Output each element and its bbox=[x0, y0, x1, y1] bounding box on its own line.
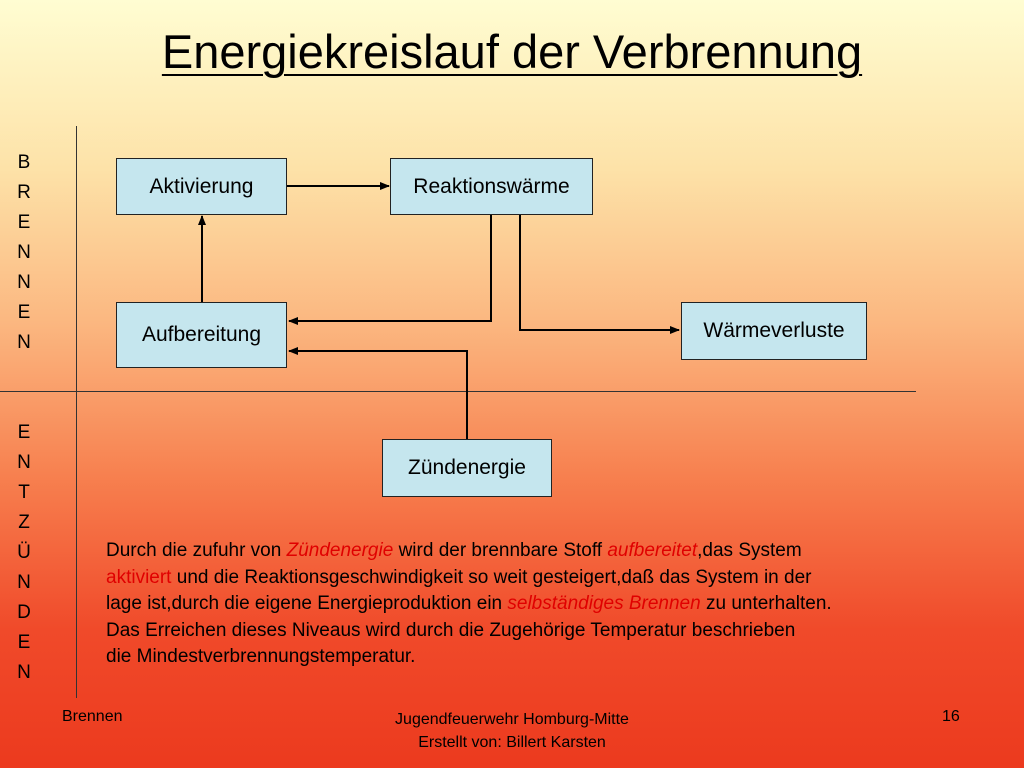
desc-text: ,das System bbox=[697, 540, 802, 561]
page-number: 16 bbox=[942, 708, 960, 725]
side-letter: E bbox=[17, 632, 31, 653]
side-letter: T bbox=[18, 482, 30, 503]
description-text: Durch die zufuhr von Zündenergie wird de… bbox=[106, 538, 986, 671]
box-waermeverluste: Wärmeverluste bbox=[681, 302, 867, 360]
desc-text: Durch die zufuhr von bbox=[106, 540, 287, 561]
desc-highlight: Zündenergie bbox=[286, 540, 394, 561]
horizontal-divider bbox=[0, 391, 916, 392]
box-aufbereitung: Aufbereitung bbox=[116, 302, 287, 368]
side-letter: N bbox=[17, 332, 31, 353]
side-letter: N bbox=[17, 242, 31, 263]
footer-author: Erstellt von: Billert Karsten bbox=[418, 734, 606, 751]
desc-text: Das Erreichen dieses Niveaus wird durch … bbox=[106, 619, 796, 641]
box-aktivierung: Aktivierung bbox=[116, 158, 287, 215]
side-letter: Ü bbox=[17, 542, 31, 563]
arrow-reaktionswaerme-to-aufbereitung bbox=[288, 215, 492, 325]
side-letter: E bbox=[17, 422, 31, 443]
desc-text: wird der brennbare Stoff bbox=[393, 540, 608, 561]
side-letter: N bbox=[17, 662, 31, 683]
desc-highlight: selbständiges Brennen bbox=[507, 593, 701, 614]
side-letter: E bbox=[17, 212, 31, 233]
box-reaktionswaerme: Reaktionswärme bbox=[390, 158, 593, 215]
desc-highlight: aufbereitet bbox=[607, 540, 698, 561]
desc-text: zu unterhalten. bbox=[700, 593, 832, 614]
desc-text: und die Reaktionsgeschwindigkeit so weit… bbox=[171, 566, 812, 588]
side-letter: D bbox=[17, 602, 31, 623]
side-letter: N bbox=[17, 572, 31, 593]
side-letter: E bbox=[17, 302, 31, 323]
desc-text: lage ist,durch die eigene Energieprodukt… bbox=[106, 593, 508, 614]
side-letter: N bbox=[17, 452, 31, 473]
desc-highlight: aktiviert bbox=[106, 566, 172, 588]
arrow-zuendenergie-to-aufbereitung bbox=[288, 347, 468, 439]
side-letter: N bbox=[17, 272, 31, 293]
box-zuendenergie: Zündenergie bbox=[382, 439, 552, 497]
slide-title: Energiekreislauf der Verbrennung bbox=[161, 25, 863, 78]
footer-organization: Jugendfeuerwehr Homburg-Mitte bbox=[395, 711, 629, 728]
side-letter: Z bbox=[18, 512, 30, 533]
footer-center: Jugendfeuerwehr Homburg-Mitte Erstellt v… bbox=[312, 708, 712, 754]
side-letter: R bbox=[17, 182, 31, 203]
desc-text: die Mindestverbrennungstemperatur. bbox=[106, 646, 416, 667]
footer-section: Brennen bbox=[62, 708, 123, 725]
vertical-divider bbox=[76, 126, 77, 698]
side-letter: B bbox=[17, 152, 31, 173]
arrow-reaktionswaerme-to-waermeverluste bbox=[519, 215, 680, 334]
